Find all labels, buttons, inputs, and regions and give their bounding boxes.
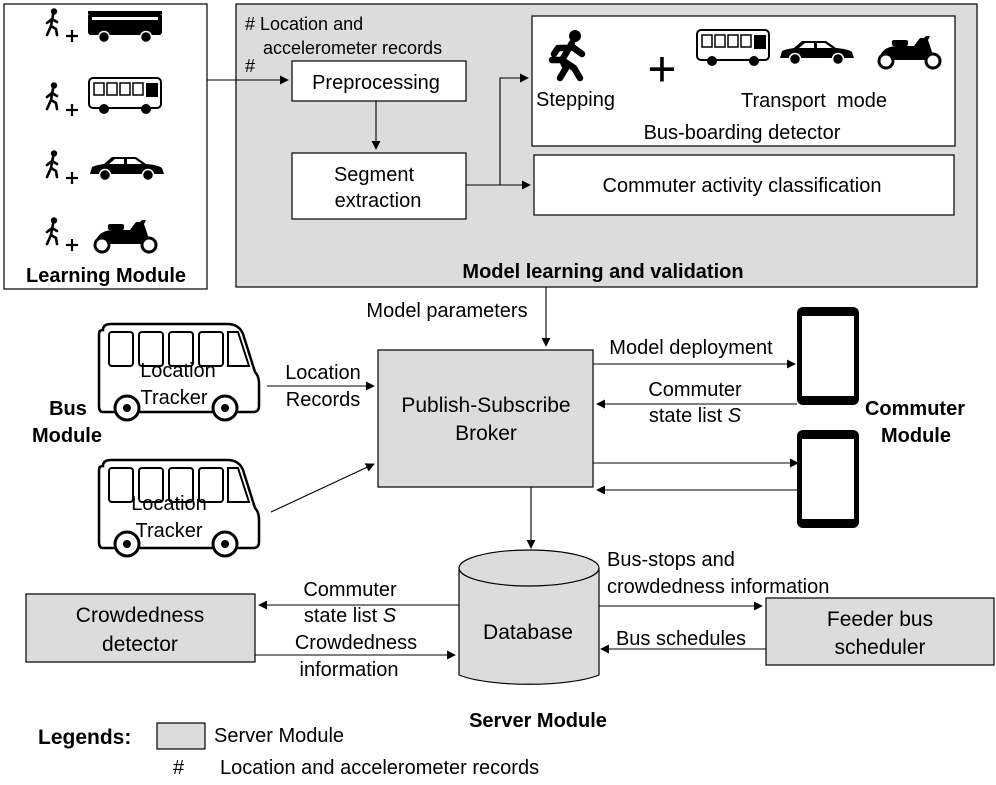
hash-note-line2: accelerometer records	[263, 38, 442, 58]
commuter-state-line1: Commuter	[648, 379, 742, 401]
tracker1-line2: Tracker	[140, 387, 207, 409]
crowd-detector-line2: detector	[102, 633, 178, 656]
crowd-info-line1: Crowdedness	[295, 632, 417, 654]
location-records-arrow-2	[270, 463, 375, 513]
learning-module: Learning Module	[3, 3, 208, 290]
server-module-title: Server Module	[469, 710, 607, 732]
tracker2-line1: Location	[131, 493, 207, 515]
plus-symbol: +	[647, 41, 676, 97]
feeder-line1: Feeder bus	[827, 608, 933, 631]
feeder-line2: scheduler	[834, 636, 925, 659]
location-records-line2: Records	[286, 389, 360, 411]
tracker2-line2: Tracker	[135, 520, 202, 542]
server-commuter-state-line1: Commuter	[303, 579, 397, 601]
minibus-icon	[88, 77, 162, 115]
broker: Publish-Subscribe Broker	[377, 349, 594, 488]
bus-module-line1: Bus	[49, 398, 87, 420]
preprocessing-label: Preprocessing	[312, 72, 440, 94]
server-commuter-state-line2: state list S	[304, 605, 397, 627]
busstops-line1: Bus-stops and	[607, 549, 735, 571]
transport-mode-label: Transport mode	[741, 90, 887, 112]
tracker1-line1: Location	[140, 360, 216, 382]
segment-label-line1: Segment	[334, 164, 414, 186]
bus-boarding-label: Bus-boarding detector	[644, 122, 841, 144]
bus-module: Location Tracker Location Tracker Bus Mo…	[32, 322, 261, 558]
minibus-icon	[696, 29, 770, 67]
location-records-line1: Location	[285, 362, 361, 384]
learning-module-title: Learning Module	[26, 265, 186, 287]
crowd-info-line2: information	[300, 659, 399, 681]
legend-hash-meaning: Location and accelerometer records	[220, 757, 539, 779]
bus-schedules-label: Bus schedules	[616, 628, 746, 650]
broker-line1: Publish-Subscribe	[401, 394, 570, 417]
commuter-phone-2	[797, 430, 859, 528]
commuter-module-line1: Commuter	[865, 398, 965, 420]
model-learning-arrows	[207, 73, 531, 190]
model-parameters-label: Model parameters	[366, 300, 527, 322]
hash-marker: #	[245, 56, 255, 76]
legend-hash-symbol: #	[173, 757, 185, 779]
segment-extraction-box	[291, 152, 467, 220]
legend-server-module: Server Module	[214, 725, 344, 747]
commuter-phone-1	[797, 307, 859, 405]
database-label: Database	[483, 621, 573, 644]
legend: Legends: Server Module # Location and ac…	[38, 722, 539, 779]
database: Database	[458, 549, 600, 685]
crowdedness-detector: Crowdedness detector	[25, 593, 256, 663]
feeder-bus-scheduler: Feeder bus scheduler	[765, 597, 995, 666]
busstops-line2: crowdedness information	[607, 576, 829, 598]
broker-line2: Broker	[455, 422, 517, 445]
preprocessing-box	[291, 60, 467, 102]
bus-module-line2: Module	[32, 425, 102, 447]
commuter-module-line2: Module	[881, 425, 951, 447]
commuter-activity-label: Commuter activity classification	[603, 175, 882, 197]
commuter-state-line2: state list S	[649, 405, 742, 427]
segment-label-line2: extraction	[335, 190, 422, 212]
crowd-detector-line1: Crowdedness	[76, 604, 204, 627]
stepping-label: Stepping	[536, 89, 615, 111]
model-learning-panel: # Location and accelerometer records # P…	[235, 3, 978, 288]
model-deployment-label: Model deployment	[609, 337, 773, 359]
legend-label: Legends:	[38, 726, 131, 749]
model-learning-title: Model learning and validation	[462, 261, 743, 283]
legend-server-swatch	[156, 722, 206, 750]
commuter-activity-box	[533, 154, 955, 216]
hash-note-line1: # Location and	[245, 14, 363, 34]
